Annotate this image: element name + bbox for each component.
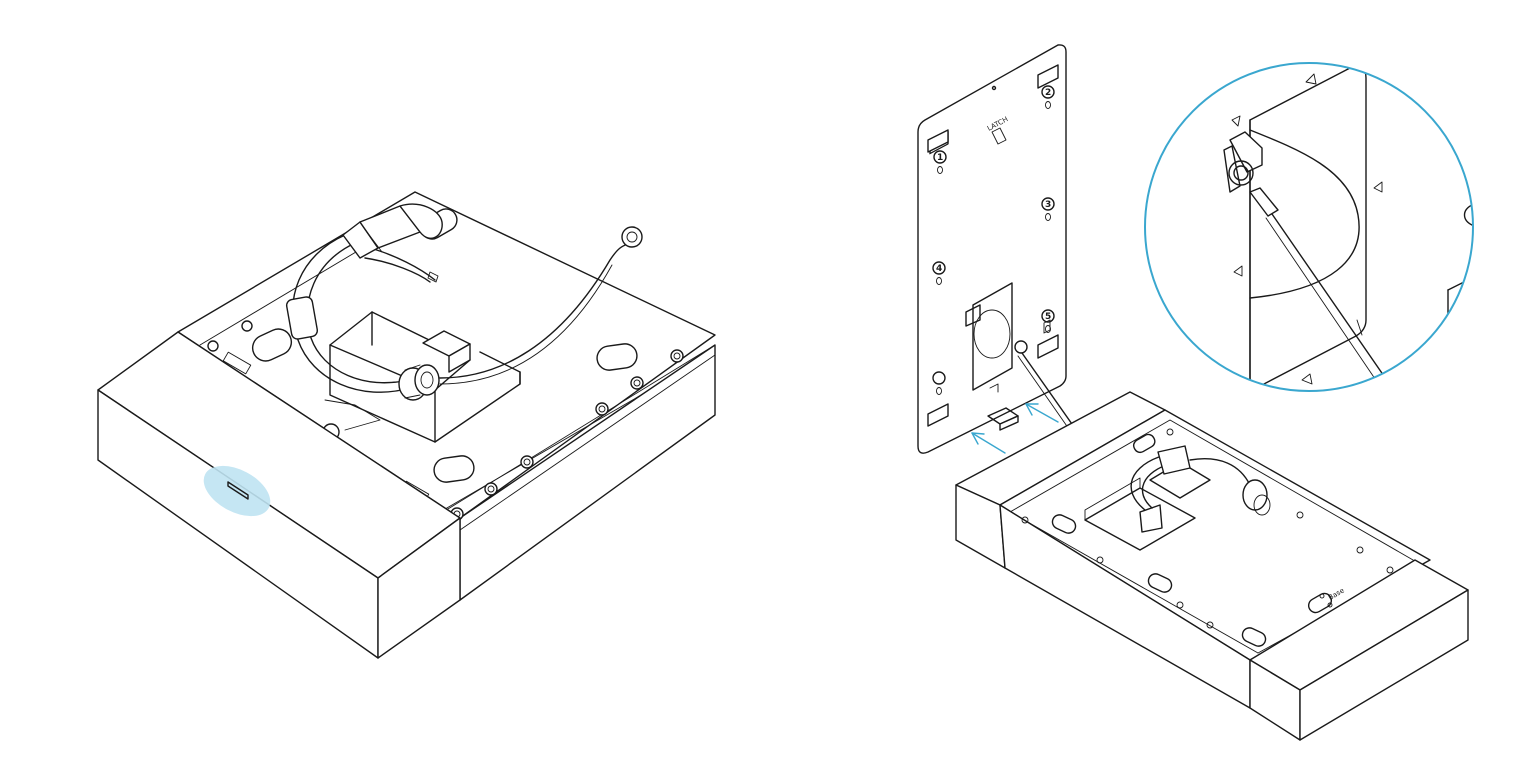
screw-bosses: [207, 320, 684, 521]
release-tab-highlight: [203, 465, 271, 517]
plate-marks: 1 2 3 4 5: [932, 85, 1055, 395]
slide-arrows: [971, 403, 1059, 454]
plate-mark-5: 5: [1045, 312, 1051, 322]
base-box: Base: [955, 391, 1469, 741]
plate-mark-4: 4: [936, 264, 942, 274]
power-cable: [285, 203, 443, 401]
plate-mark-1: 1: [937, 153, 943, 163]
plate-mark-2: 2: [1045, 88, 1051, 98]
magnified-callout: [1144, 62, 1474, 392]
end-cap: [97, 331, 461, 659]
left-illustration: [97, 191, 716, 659]
mounting-plate: 1 2 3 4 5 LATCH: [917, 44, 1144, 529]
plate-mark-3: 3: [1045, 200, 1051, 210]
ground-wire: [439, 226, 643, 385]
right-illustration: 1 2 3 4 5 LATCH: [917, 44, 1474, 741]
